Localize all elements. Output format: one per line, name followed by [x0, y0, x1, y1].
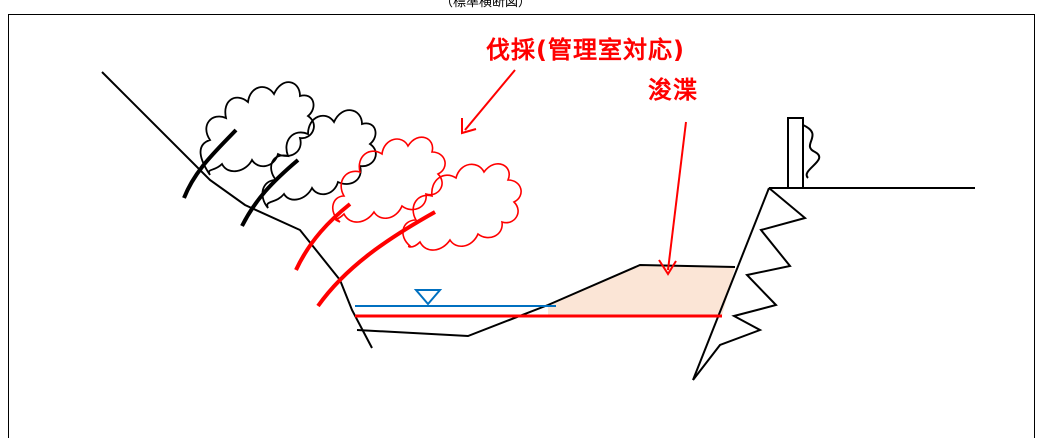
tree-red-1 — [332, 136, 446, 223]
arrow-dredging-head — [658, 259, 677, 276]
right-embankment-zigzag — [692, 187, 808, 381]
tree-red-2 — [402, 163, 522, 251]
tree-black-1 — [199, 81, 315, 176]
arrow-cutting-shaft — [464, 69, 516, 131]
left-bank-line — [101, 71, 373, 349]
label-dredging: 浚渫 — [648, 76, 698, 104]
arrow-dredging-shaft — [667, 121, 687, 271]
trunk-red-2 — [316, 210, 436, 308]
water-level-marker — [413, 289, 443, 306]
trunk-black-1 — [182, 128, 238, 199]
fence-post — [787, 117, 804, 189]
diagram-frame — [8, 14, 1035, 438]
trunk-black-2 — [240, 158, 300, 227]
fence-wave — [802, 124, 821, 179]
diagram-title: （標準横断図） — [440, 0, 532, 10]
arrow-cutting-head — [461, 118, 477, 135]
right-embankment-face — [692, 187, 770, 381]
tree-black-2 — [261, 109, 377, 209]
sediment-area — [548, 265, 735, 316]
label-cutting: 伐採(管理室対応) — [486, 36, 685, 64]
trunk-red-1 — [294, 202, 352, 271]
